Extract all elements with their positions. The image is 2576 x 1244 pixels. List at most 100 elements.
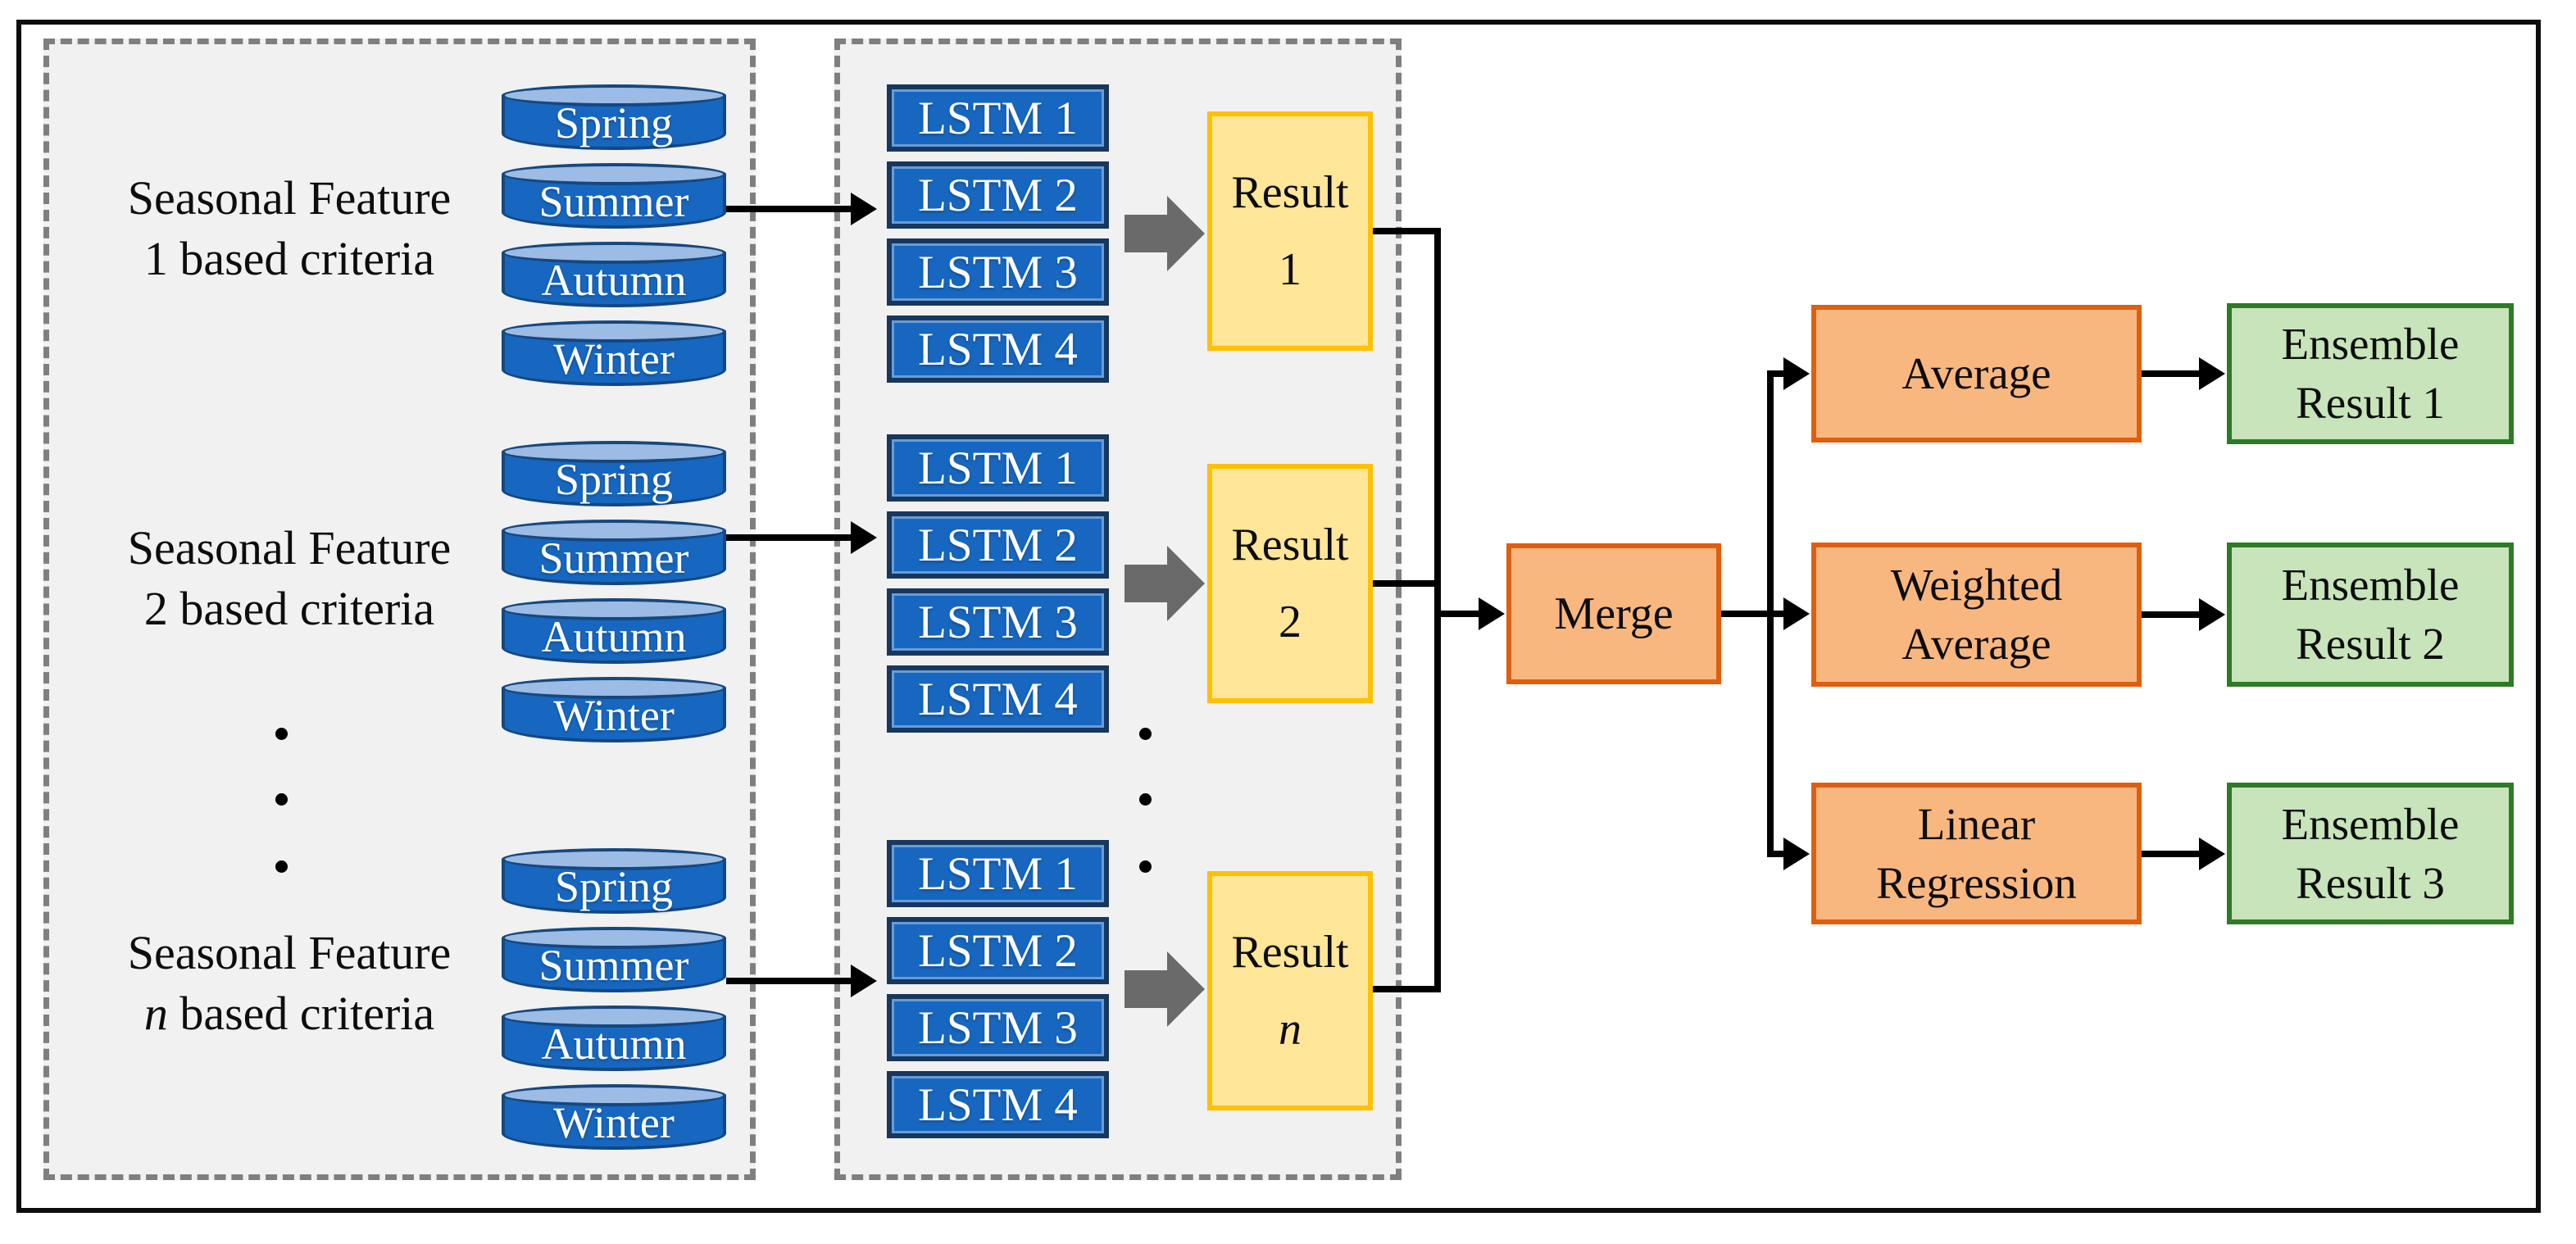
connector-merge-out [1721, 611, 1783, 617]
connector-groupn-to-lstm [726, 978, 851, 984]
method-label-line1: Average [1901, 348, 2051, 398]
cylinder-top-ellipse [502, 84, 726, 107]
lstm-box: LSTM 3 [887, 588, 1109, 656]
cylinder-summer-2: Summer [502, 520, 726, 585]
seasonal-group-n-criteria: based criteria [179, 987, 435, 1040]
cylinder-spring-n: Spring [502, 848, 726, 914]
connector-branch-top [1767, 370, 1783, 377]
collector-line [1434, 228, 1441, 992]
connector-group2-to-lstm [726, 534, 851, 541]
connector-resultn-out [1373, 986, 1441, 992]
lstm-box: LSTM 2 [887, 161, 1109, 229]
arrowhead-to-ensemble2 [2199, 598, 2225, 631]
arrowhead-to-average [1783, 357, 1810, 390]
linear-regression-box: Linear Regression [1811, 783, 2142, 924]
arrowhead-to-weighted-average [1783, 597, 1810, 630]
connector-result2-out [1373, 580, 1441, 587]
seasonal-group-2-index: 2 [143, 582, 168, 635]
cylinder-label: Autumn [541, 1019, 687, 1069]
lstm-box: LSTM 1 [887, 840, 1109, 907]
method-label-line2: Regression [1876, 857, 2077, 908]
seasonal-group-n-label-line2: n based criteria [68, 983, 511, 1044]
cylinder-body [502, 95, 726, 150]
seasonal-group-1-index: 1 [143, 232, 168, 285]
ellipsis-dot [275, 860, 288, 873]
seasonal-group-n-index: n [143, 987, 168, 1040]
arrowhead-group2-to-lstm [851, 521, 877, 554]
cylinder-label: Spring [554, 98, 674, 148]
seasonal-group-n-label-line1: Seasonal Feature [127, 926, 452, 979]
ensemble-label-line2: Result 1 [2296, 378, 2445, 428]
seasonal-group-2-label-line1: Seasonal Feature [127, 521, 452, 574]
seasonal-group-2-criteria: based criteria [179, 582, 435, 635]
cylinder-label: Summer [538, 533, 689, 583]
result-word: Result [1231, 520, 1349, 570]
ellipsis-dot [1139, 793, 1152, 806]
lstm-box: LSTM 3 [887, 238, 1109, 306]
cylinder-label: Winter [553, 1098, 675, 1147]
lstm-box: LSTM 4 [887, 1071, 1109, 1138]
connector-group1-to-lstm [726, 206, 851, 212]
cylinder-top-ellipse [502, 441, 726, 463]
block-arrow-head [1167, 951, 1205, 1027]
cylinder-label: Winter [553, 334, 675, 384]
seasonal-group-n-label: Seasonal Feature n based criteria [68, 923, 511, 1044]
lstm-box: LSTM 2 [887, 917, 1109, 984]
lstm-box: LSTM 3 [887, 994, 1109, 1061]
cylinder-label: Summer [538, 941, 689, 990]
cylinder-winter-n: Winter [502, 1084, 726, 1150]
cylinder-spring-2: Spring [502, 441, 726, 506]
connector-linear-out [2142, 851, 2199, 857]
connector-average-out [2142, 370, 2199, 377]
merge-box: Merge [1506, 543, 1721, 684]
cylinder-top-ellipse [502, 848, 726, 870]
lstm-box: LSTM 2 [887, 511, 1109, 579]
ensemble-label-line1: Ensemble [2281, 560, 2460, 610]
result-number: 1 [1279, 244, 1302, 295]
result-number: n [1279, 1004, 1302, 1055]
ensemble-label-line2: Result 2 [2296, 619, 2445, 669]
cylinder-label: Spring [554, 455, 674, 504]
cylinder-autumn-2: Autumn [502, 598, 726, 664]
seasonal-group-2-label: Seasonal Feature 2 based criteria [68, 518, 511, 639]
cylinder-top-ellipse [502, 1084, 726, 1106]
cylinder-top-ellipse [502, 520, 726, 542]
arrowhead-to-linear-regression [1783, 838, 1810, 870]
arrowhead-to-merge [1479, 597, 1505, 630]
result-box-1: Result 1 [1207, 111, 1373, 351]
lstm-box: LSTM 1 [887, 434, 1109, 502]
cylinder-winter-1: Winter [502, 320, 726, 386]
result-word: Result [1231, 927, 1349, 978]
cylinder-autumn-1: Autumn [502, 242, 726, 307]
lstm-box: LSTM 1 [887, 84, 1109, 152]
cylinder-label: Summer [538, 177, 689, 226]
seasonal-group-1-label-line2: 1 based criteria [68, 229, 511, 289]
block-arrow-body [1124, 970, 1167, 1008]
cylinder-spring-1: Spring [502, 84, 726, 150]
seasonal-group-1-label-line1: Seasonal Feature [127, 171, 452, 225]
weighted-average-box: Weighted Average [1811, 543, 2142, 687]
arrowhead-to-ensemble3 [2199, 838, 2225, 870]
ellipsis-dot [1139, 728, 1152, 740]
result-word: Result [1231, 167, 1349, 218]
cylinder-body [502, 174, 726, 229]
connector-result1-out [1373, 228, 1441, 234]
cylinder-top-ellipse [502, 163, 726, 185]
ensemble-result-1-box: Ensemble Result 1 [2227, 303, 2514, 444]
block-arrow-body [1124, 215, 1167, 252]
ensemble-label-line2: Result 3 [2296, 857, 2445, 908]
cylinder-top-ellipse [502, 320, 726, 343]
arrowhead-to-ensemble1 [2199, 357, 2225, 390]
method-label-line2: Average [1901, 619, 2051, 669]
cylinder-top-ellipse [502, 1006, 726, 1028]
lstm-box: LSTM 4 [887, 316, 1109, 383]
cylinder-label: Winter [553, 691, 675, 740]
cylinder-label: Autumn [541, 256, 687, 305]
average-box: Average [1811, 305, 2142, 443]
cylinder-label: Spring [554, 862, 674, 911]
result-box-2: Result 2 [1207, 464, 1373, 703]
block-arrow-head [1167, 196, 1205, 271]
cylinder-summer-n: Summer [502, 927, 726, 992]
lstm-box: LSTM 4 [887, 665, 1109, 733]
